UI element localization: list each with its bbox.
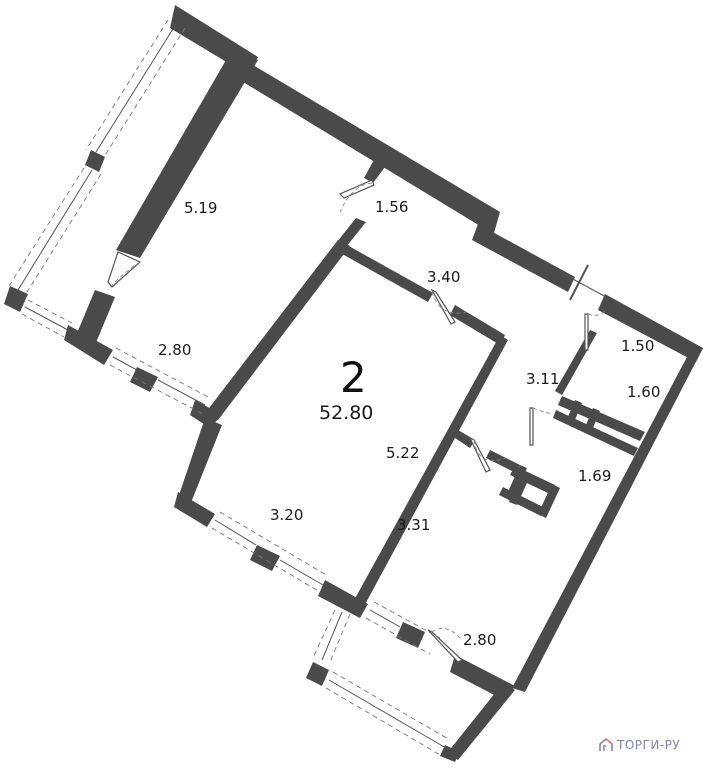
room-label-loggia-right: 2.80: [463, 631, 497, 649]
room-label-living-room: 5.19: [184, 199, 218, 217]
total-area: 52.80: [319, 402, 374, 424]
room-label-wc: 1.69: [578, 467, 612, 485]
windows: [8, 19, 607, 757]
room-label-bedroom: 5.22: [386, 444, 420, 462]
room-label-kitchen: 3.31: [397, 516, 431, 534]
room-label-loggia-left: 2.80: [158, 341, 192, 359]
rooms-count: 2: [340, 353, 367, 402]
room-label-bathroom: 1.50: [621, 337, 655, 355]
room-label-corridor-small: 1.56: [375, 198, 409, 216]
room-label-corridor: 3.11: [526, 370, 560, 388]
doors: [107, 179, 607, 663]
room-label-hall: 3.40: [427, 268, 461, 286]
watermark-logo: ТОРГИ-РУ: [598, 737, 680, 753]
house-icon: [599, 737, 613, 751]
room-label-bedroom-window-wall: 3.20: [270, 506, 304, 524]
walls: [4, 5, 703, 762]
watermark-text: ТОРГИ-РУ: [617, 738, 681, 752]
room-label-storage: 1.60: [627, 383, 661, 401]
